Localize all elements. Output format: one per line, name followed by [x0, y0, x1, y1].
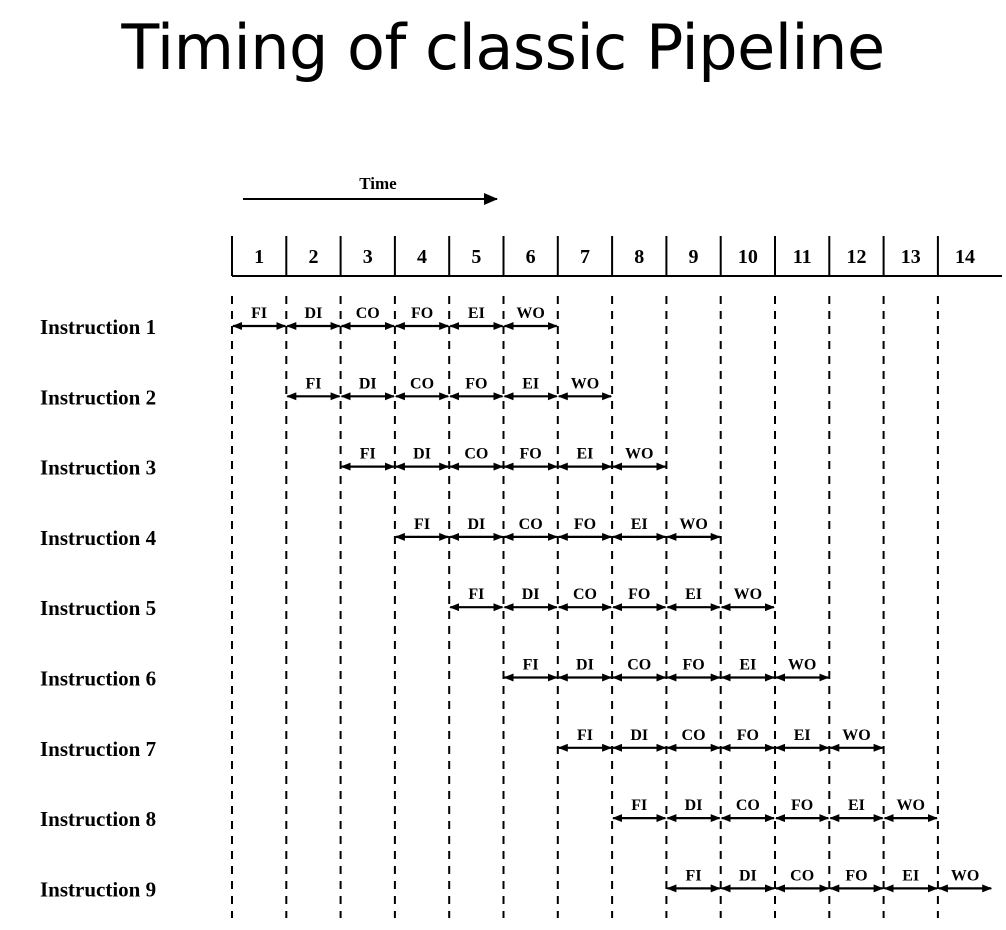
- instruction-label: Instruction 1: [40, 315, 156, 339]
- stage-label: FO: [411, 305, 433, 322]
- stage-label: WO: [842, 727, 870, 744]
- stage-label: FO: [845, 867, 867, 884]
- stage-label: FO: [737, 727, 759, 744]
- stage-label: EI: [576, 446, 593, 463]
- instruction-label: Instruction 8: [40, 807, 156, 831]
- cycle-number: 13: [901, 246, 921, 268]
- stage-label: FI: [686, 867, 702, 884]
- stage-label: EI: [685, 586, 702, 603]
- stage-label: EI: [739, 657, 756, 674]
- stage-label: WO: [897, 797, 925, 814]
- stage-label: CO: [627, 657, 651, 674]
- stage-label: FI: [305, 375, 321, 392]
- stage-label: WO: [951, 867, 979, 884]
- instruction-label: Instruction 2: [40, 385, 156, 409]
- stage-label: DI: [467, 516, 485, 533]
- stage-label: EI: [468, 305, 485, 322]
- instruction-label: Instruction 7: [40, 737, 156, 761]
- stage-label: WO: [788, 657, 816, 674]
- instruction-label: Instruction 5: [40, 596, 156, 620]
- stage-label: FO: [465, 375, 487, 392]
- stage-label: EI: [794, 727, 811, 744]
- cycle-number: 11: [793, 246, 812, 268]
- stage-label: DI: [305, 305, 323, 322]
- stage-label: CO: [790, 867, 814, 884]
- instruction-label: Instruction 9: [40, 877, 156, 901]
- stage-label: CO: [736, 797, 760, 814]
- cycle-number: 14: [955, 246, 975, 268]
- cycle-number: 1: [254, 246, 264, 268]
- stage-label: DI: [739, 867, 757, 884]
- stage-label: FI: [577, 727, 593, 744]
- time-axis-arrow: Time: [243, 174, 498, 205]
- stage-label: WO: [571, 375, 599, 392]
- stage-label: FI: [468, 586, 484, 603]
- instruction-labels: Instruction 1 Instruction 2 Instruction 3 I…: [40, 315, 157, 901]
- stage-label: WO: [516, 305, 544, 322]
- stage-label: FO: [682, 657, 704, 674]
- cycle-number: 3: [363, 246, 373, 268]
- stage-label: FI: [251, 305, 267, 322]
- stage-label: CO: [356, 305, 380, 322]
- cycle-number: 10: [738, 246, 758, 268]
- cycle-number: 9: [689, 246, 699, 268]
- stage-label: CO: [682, 727, 706, 744]
- stage-label: DI: [359, 375, 377, 392]
- stage-label: EI: [631, 516, 648, 533]
- stage-label: DI: [685, 797, 703, 814]
- cycle-number: 5: [471, 246, 481, 268]
- stage-label: CO: [519, 516, 543, 533]
- cycle-number: 12: [846, 246, 866, 268]
- stage-label: CO: [573, 586, 597, 603]
- stage-label: FO: [520, 446, 542, 463]
- stage-label: DI: [522, 586, 540, 603]
- time-label: Time: [359, 174, 397, 193]
- stage-label: WO: [679, 516, 707, 533]
- stage-label: CO: [410, 375, 434, 392]
- stage-label: DI: [576, 657, 594, 674]
- stage-label: FI: [523, 657, 539, 674]
- stage-label: FI: [360, 446, 376, 463]
- stage-label: EI: [848, 797, 865, 814]
- stage-label: DI: [630, 727, 648, 744]
- cycle-number: 4: [417, 246, 427, 268]
- cycle-number: 2: [308, 246, 318, 268]
- cycle-number: 8: [634, 246, 644, 268]
- stage-label: FI: [414, 516, 430, 533]
- cycle-number: 6: [526, 246, 536, 268]
- slide-title: Timing of classic Pipeline: [121, 11, 885, 84]
- cycle-number: 7: [580, 246, 590, 268]
- stage-label: DI: [413, 446, 431, 463]
- stage-label: FI: [631, 797, 647, 814]
- instruction-label: Instruction 3: [40, 456, 156, 480]
- stage-label: FO: [791, 797, 813, 814]
- instruction-label: Instruction 6: [40, 667, 156, 691]
- stage-label: CO: [464, 446, 488, 463]
- stage-label: EI: [902, 867, 919, 884]
- stage-label: EI: [522, 375, 539, 392]
- stage-bars: FI DI CO FO EI WO FI DI CO FO EI WO FI DI CO FO EI WO FI DI…: [232, 305, 993, 893]
- instruction-label: Instruction 4: [40, 526, 157, 550]
- stage-label: FO: [574, 516, 596, 533]
- stage-label: WO: [734, 586, 762, 603]
- stage-label: WO: [625, 446, 653, 463]
- stage-label: FO: [628, 586, 650, 603]
